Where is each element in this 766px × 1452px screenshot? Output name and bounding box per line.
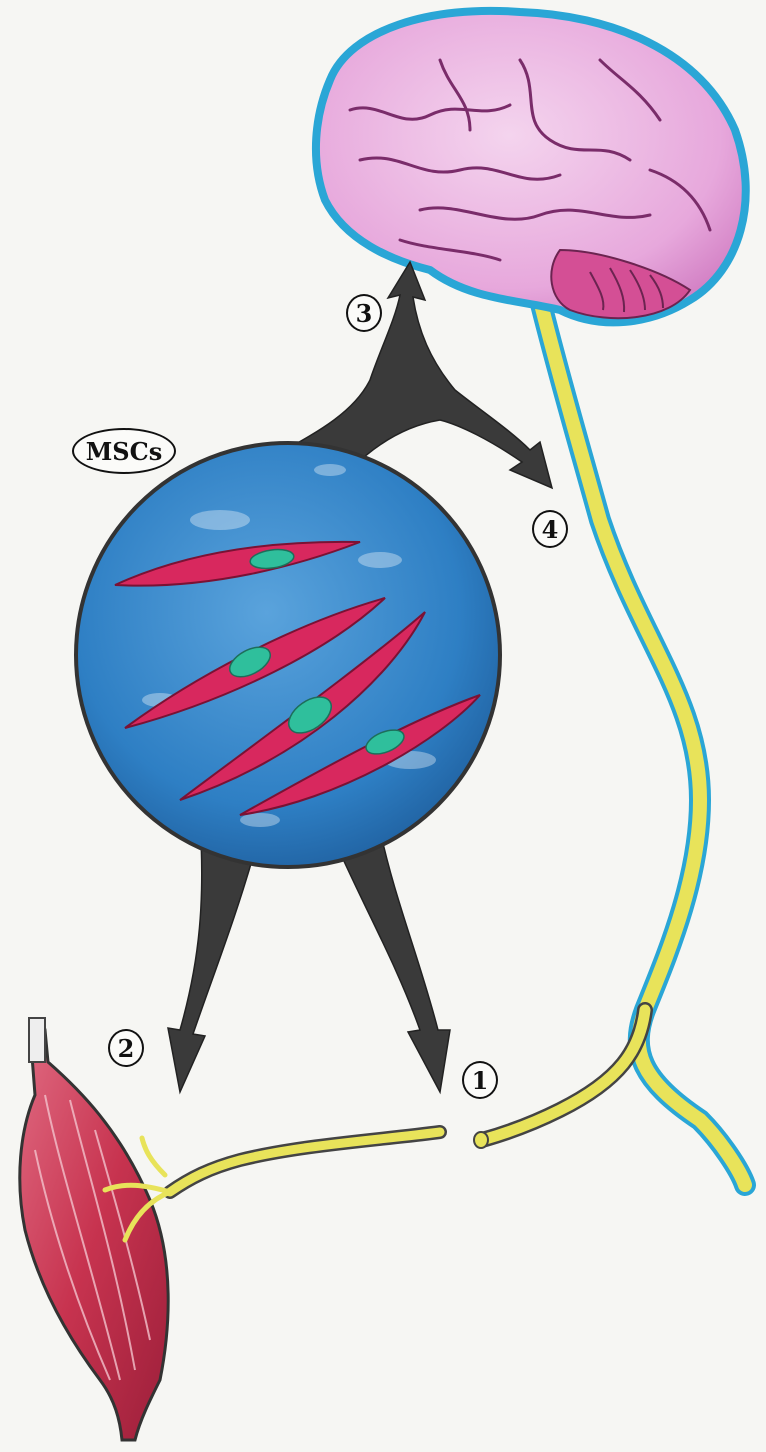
- step-2-label: 2: [108, 1029, 144, 1067]
- spinal-cord-icon: [474, 300, 745, 1185]
- brain-icon: [316, 11, 746, 322]
- msc-label: MSCs: [72, 428, 176, 474]
- arrow-to-junction: [330, 830, 450, 1092]
- step-3-label: 3: [346, 294, 382, 332]
- muscle-icon: [20, 1018, 168, 1440]
- step-1-label: 1: [462, 1061, 498, 1099]
- step-4-label: 4: [532, 510, 568, 548]
- msc-sphere-icon: [76, 443, 500, 867]
